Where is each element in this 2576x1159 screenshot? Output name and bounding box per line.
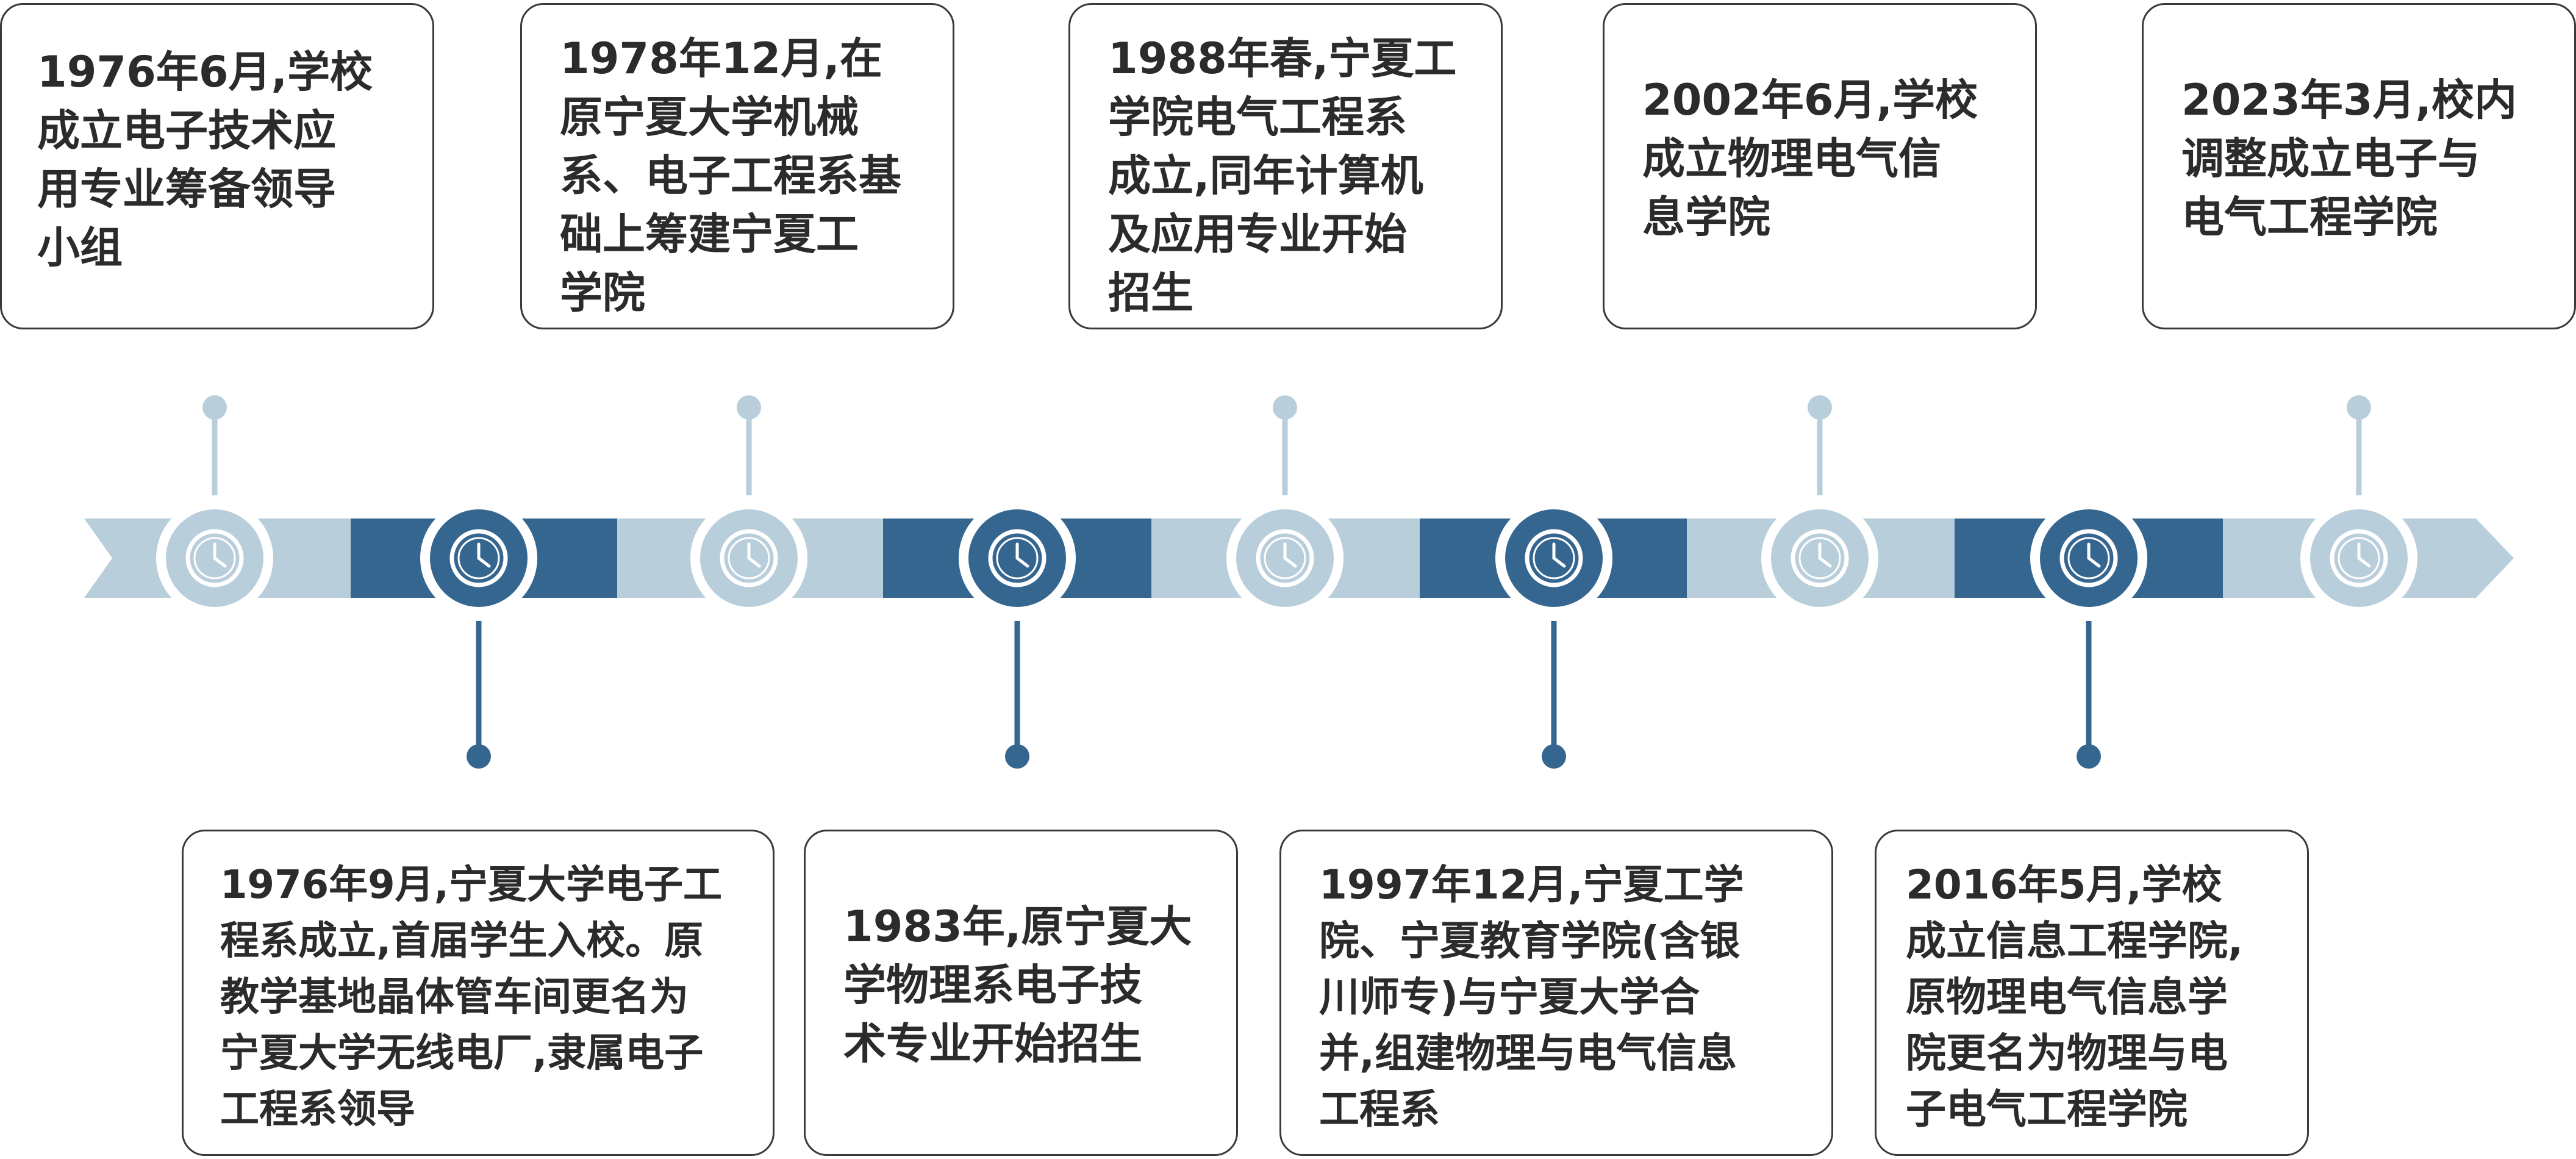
event-card-4: 1983年,原宁夏大 学物理系电子技 术专业开始招生 — [804, 830, 1238, 1156]
clock-face — [1264, 537, 1306, 580]
event-card-8: 2016年5月,学校 成立信息工程学院, 原物理电气信息学 院更名为物理与电 子… — [1875, 830, 2309, 1156]
clock-hand-hour — [1015, 556, 1029, 568]
connector-dot — [1005, 744, 1029, 769]
clock-face — [1798, 537, 1841, 580]
clock-icon — [720, 529, 778, 587]
event-card-2: 1976年9月,宁夏大学电子工 程系成立,首届学生入校。原 教学基地晶体管车间更… — [182, 830, 775, 1156]
event-card-6: 1997年12月,宁夏工学 院、宁夏教育学院(含银 川师专)与宁夏大学合 并,组… — [1279, 830, 1833, 1156]
clock-face — [193, 537, 236, 580]
clock-face — [2338, 537, 2380, 580]
clock-icon — [988, 529, 1046, 587]
clock-face — [2067, 537, 2110, 580]
event-card-1: 1976年6月,学校 成立电子技术应 用专业筹备领导 小组 — [0, 3, 434, 329]
clock-hand-hour — [1818, 556, 1832, 568]
clock-hand-hour — [2357, 556, 2371, 568]
clock-icon — [449, 529, 508, 587]
clock-hand-hour — [213, 556, 227, 568]
clock-face — [457, 537, 500, 580]
clock-face — [1533, 537, 1575, 580]
clock-hand-hour — [477, 556, 491, 568]
connector-dot — [1542, 744, 1566, 769]
clock-icon — [1525, 529, 1583, 587]
connector-dot — [2077, 744, 2101, 769]
connector-dot — [2347, 395, 2371, 420]
clock-face — [996, 537, 1039, 580]
clock-icon — [2059, 529, 2118, 587]
connector-dot — [1273, 395, 1297, 420]
connector-dot — [737, 395, 761, 420]
clock-icon — [1256, 529, 1314, 587]
event-card-7: 2002年6月,学校 成立物理电气信 息学院 — [1603, 3, 2037, 329]
connector-dot — [202, 395, 227, 420]
clock-hand-hour — [1552, 556, 1566, 568]
clock-hand-hour — [1283, 556, 1297, 568]
clock-face — [728, 537, 770, 580]
clock-icon — [1791, 529, 1849, 587]
clock-hand-hour — [747, 556, 761, 568]
clock-icon — [2330, 529, 2388, 587]
event-card-9: 2023年3月,校内 调整成立电子与 电气工程学院 — [2142, 3, 2576, 329]
clock-icon — [185, 529, 244, 587]
connector-dot — [467, 744, 491, 769]
event-card-5: 1988年春,宁夏工 学院电气工程系 成立,同年计算机 及应用专业开始 招生 — [1068, 3, 1503, 329]
event-card-3: 1978年12月,在 原宁夏大学机械 系、电子工程系基 础上筹建宁夏工 学院 — [520, 3, 954, 329]
connector-dot — [1808, 395, 1832, 420]
clock-hand-hour — [2087, 556, 2101, 568]
